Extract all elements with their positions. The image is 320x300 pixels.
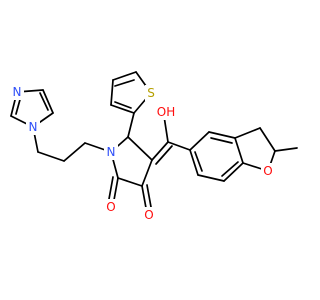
- bond-thio-c4-c3: [110, 79, 114, 106]
- imidazole-n1-label: N: [29, 120, 38, 134]
- bond-enol-oh: [163, 115, 169, 143]
- bond-thio-c5-c4: [112, 71, 137, 81]
- bond-ar-c4-c5: [223, 162, 244, 182]
- enol-linker: [151, 115, 191, 165]
- bond-fur-ch2-ch: [259, 127, 276, 152]
- ketone-o2-label: O: [144, 208, 153, 222]
- bond-c4-c5: [127, 136, 153, 161]
- benzene-ring: [189, 131, 244, 182]
- bond-fur-c3a-ch2: [234, 127, 261, 139]
- bond-thio-c3-c2: [110, 104, 135, 114]
- bond-enol-aryl: [167, 141, 191, 151]
- furan-o-label: O: [263, 164, 272, 178]
- bond-c4-enol-double: [155, 145, 173, 165]
- bond-thio-c3-c2-double: [114, 101, 132, 109]
- bond-ar-c3-c4: [234, 137, 244, 164]
- bond-ar-c5-c6: [197, 174, 225, 182]
- bond-ar-c2-c3-double: [210, 137, 233, 144]
- bond-ar-c6-c1: [189, 149, 199, 176]
- bond-ch2b-ch2c: [37, 151, 65, 162]
- bond-ch2a-ch2b: [63, 142, 86, 162]
- bond-thio-c5-c4-double: [114, 79, 135, 87]
- ring-n-label: N: [107, 145, 116, 159]
- bond-c2-o-double: [108, 176, 114, 200]
- bond-c3-o: [141, 185, 147, 209]
- atom-labels: OH O O N N N S O: [10, 84, 275, 223]
- bond-c3-o-double: [146, 184, 152, 208]
- bond-ar-c6-c1-double: [194, 151, 203, 172]
- thiophene-s-label: S: [147, 86, 155, 100]
- bond-im-c5-c4: [42, 89, 54, 114]
- bond-im-c5-c4-double: [39, 92, 49, 111]
- bond-c2-o: [113, 177, 119, 201]
- pyrrolidinedione-ring: [108, 136, 153, 209]
- oh-label: OH: [157, 105, 175, 119]
- propyl-chain: [32, 126, 112, 162]
- bond-ar-c2-c3: [208, 131, 236, 139]
- bond-c3-c4: [141, 159, 153, 187]
- bond-ar-c1-c2: [189, 131, 210, 151]
- imidazole-n3-label: N: [13, 85, 22, 99]
- bond-c5-thiophene: [127, 112, 135, 138]
- bond-ar-c4-c5-double: [221, 161, 239, 177]
- bond-fur-methyl: [274, 147, 298, 152]
- ketone-o1-label: O: [106, 200, 115, 214]
- thiophene-ring: [110, 71, 152, 138]
- bond-c2-c3: [117, 177, 143, 187]
- bond-c4-enol: [151, 141, 169, 161]
- molecule-structure: OH O O N N N S O: [10, 71, 298, 223]
